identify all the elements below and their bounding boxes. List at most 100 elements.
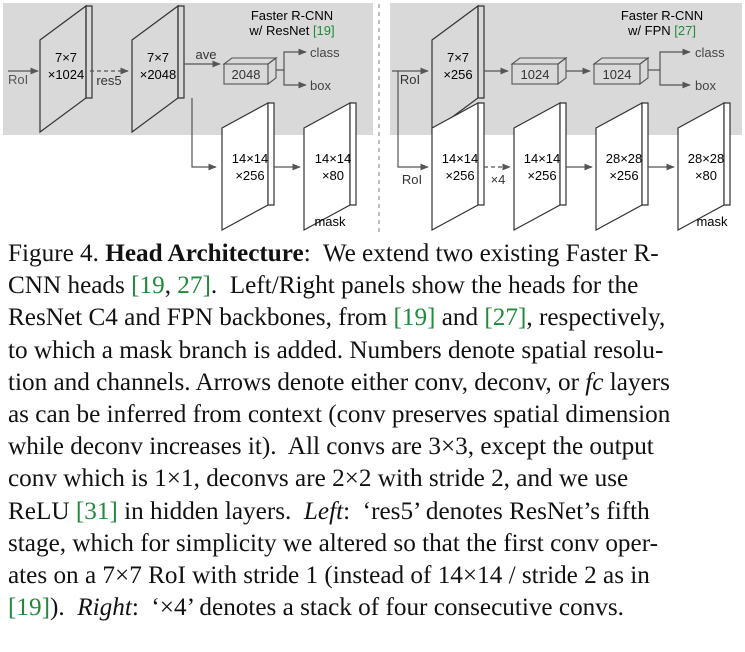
caption-text: conv which is 1×1, deconvs are 2×2 with … [8, 465, 629, 493]
caption-text: in hidden layers. [117, 497, 304, 525]
caption-text: . Left/Right panels show the heads for t… [210, 272, 639, 300]
left-title-line1: Faster R-CNN [251, 8, 333, 23]
left-title-line2: w/ ResNet [19] [248, 23, 334, 38]
right-roi-arrow-bottom [397, 100, 429, 171]
caption-line: as can be inferred from context (conv pr… [8, 399, 738, 431]
right-roi-label-top: RoI [400, 72, 420, 87]
caption-line: conv which is 1×1, deconvs are 2×2 with … [8, 463, 738, 495]
caption-text: fc [585, 368, 604, 396]
caption-text: and [435, 304, 485, 332]
right-fc-1024-box-2: 1024 [592, 56, 650, 86]
svg-text:×1024: ×1024 [48, 67, 85, 82]
caption-text: Figure 4. [8, 240, 106, 267]
right-class-label: class [695, 45, 725, 60]
citation-link[interactable]: [19] [8, 594, 50, 622]
caption-text: : We extend two existing Faster R- [303, 240, 659, 267]
caption-line: ResNet C4 and FPN backbones, from [19] a… [8, 302, 738, 334]
res5-label: res5 [96, 73, 121, 88]
caption-text: Head Architecture [105, 240, 304, 267]
svg-text:×256: ×256 [235, 168, 264, 183]
citation-link[interactable]: [27] [484, 304, 527, 332]
citation-link[interactable]: [31] [75, 497, 118, 525]
citation-link[interactable]: [19 [131, 272, 165, 300]
left-box-label: box [310, 78, 331, 93]
left-mask-block-14x14x256: 14×14 ×256 [221, 101, 275, 232]
caption-text: ResNet C4 and FPN backbones, from [8, 304, 394, 332]
caption-text: tion and channels. Arrows denote either … [8, 368, 586, 396]
svg-text:×256: ×256 [609, 168, 638, 183]
left-mask-branch-arrow [191, 98, 217, 171]
right-roi-label-bottom: RoI [402, 172, 422, 187]
caption-text: : ‘×4’ denotes a stack of four consecuti… [131, 594, 624, 622]
right-mask-block-2-14x14x256: 14×14 ×256 [513, 101, 567, 232]
right-title-line1: Faster R-CNN [621, 8, 703, 23]
svg-text:14×14: 14×14 [232, 151, 269, 166]
svg-text:14×14: 14×14 [315, 151, 352, 166]
caption-line: ates on a 7×7 RoI with stride 1 (instead… [8, 560, 738, 592]
caption-line: Figure 4. Head Architecture: We extend t… [8, 238, 738, 270]
left-class-arrow [276, 48, 307, 71]
caption-text: Left [303, 497, 344, 525]
caption-line: stage, which for simplicity we altered s… [8, 528, 738, 560]
left-mask-block-14x14x80: 14×14 ×80 mask [303, 101, 357, 232]
caption-line: to which a mask branch is added. Numbers… [8, 335, 738, 367]
svg-text:7×7: 7×7 [447, 50, 469, 65]
caption-text: as can be inferred from context (conv pr… [8, 401, 671, 429]
svg-text:14×14: 14×14 [524, 151, 561, 166]
right-block-7x7x256: 7×7 ×256 [431, 4, 485, 134]
diagram-svg: Faster R-CNN w/ ResNet [19] RoI 7×7 ×102… [3, 3, 742, 232]
caption-text: to which a mask branch is added. Numbers… [8, 336, 664, 364]
caption-text: ). [49, 594, 78, 622]
svg-text:2048: 2048 [232, 67, 261, 82]
caption-text: stage, which for simplicity we altered s… [8, 529, 658, 557]
caption-text: CNN heads [8, 272, 132, 300]
svg-text:1024: 1024 [521, 67, 550, 82]
right-mask-block-4-28x28x80: 28×28 ×80 mask [677, 101, 731, 232]
caption-text: while deconv increases it). All convs ar… [8, 433, 654, 461]
svg-text:×80: ×80 [322, 168, 344, 183]
head-architecture-diagram: Faster R-CNN w/ ResNet [19] RoI 7×7 ×102… [0, 0, 745, 235]
caption-text: ates on a 7×7 RoI with stride 1 (instead… [8, 562, 650, 590]
caption-text: Right [77, 594, 132, 622]
svg-text:7×7: 7×7 [147, 50, 169, 65]
citation-link[interactable]: 27] [177, 272, 211, 300]
caption-text: layers [603, 368, 670, 396]
left-mask-label: mask [314, 214, 346, 229]
svg-text:7×7: 7×7 [55, 50, 77, 65]
right-roi-split-line [392, 70, 399, 100]
right-mask-block-3-28x28x256: 28×28 ×256 [595, 101, 649, 232]
caption-line: tion and channels. Arrows denote either … [8, 367, 738, 399]
right-title-line2: w/ FPN [27] [627, 23, 696, 38]
caption-line: CNN heads [19, 27]. Left/Right panels sh… [8, 270, 738, 302]
ave-label: ave [196, 47, 217, 62]
right-x4-label: ×4 [491, 172, 506, 187]
left-class-label: class [310, 45, 340, 60]
caption-line: [19]). Right: ‘×4’ denotes a stack of fo… [8, 592, 738, 624]
svg-text:28×28: 28×28 [688, 151, 725, 166]
right-box-label: box [695, 78, 716, 93]
right-mask-label: mask [696, 214, 728, 229]
left-roi-label: RoI [8, 72, 28, 87]
svg-text:×256: ×256 [445, 168, 474, 183]
figure-caption: Figure 4. Head Architecture: We extend t… [8, 238, 738, 624]
right-class-arrow [648, 48, 691, 71]
citation-link[interactable]: [19] [393, 304, 436, 332]
caption-text: , respectively, [526, 304, 666, 332]
right-fc-1024-box-1: 1024 [510, 56, 568, 86]
left-block-7x7x1024: 7×7 ×1024 [39, 4, 93, 134]
caption-line: ReLU [31] in hidden layers. Left: ‘res5’… [8, 496, 738, 528]
caption-line: while deconv increases it). All convs ar… [8, 431, 738, 463]
right-mask-block-1-14x14x256: 14×14 ×256 [431, 101, 485, 232]
left-box-arrow [283, 70, 307, 89]
caption-text: : ‘res5’ denotes ResNet’s fifth [343, 497, 650, 525]
svg-text:1024: 1024 [603, 67, 632, 82]
svg-text:×80: ×80 [695, 168, 717, 183]
svg-text:×256: ×256 [443, 67, 472, 82]
svg-text:×2048: ×2048 [140, 67, 177, 82]
svg-text:14×14: 14×14 [442, 151, 479, 166]
right-box-arrow [659, 70, 691, 89]
left-block-7x7x2048: 7×7 ×2048 [131, 4, 185, 134]
svg-text:28×28: 28×28 [606, 151, 643, 166]
caption-text: ReLU [8, 497, 76, 525]
svg-text:×256: ×256 [527, 168, 556, 183]
